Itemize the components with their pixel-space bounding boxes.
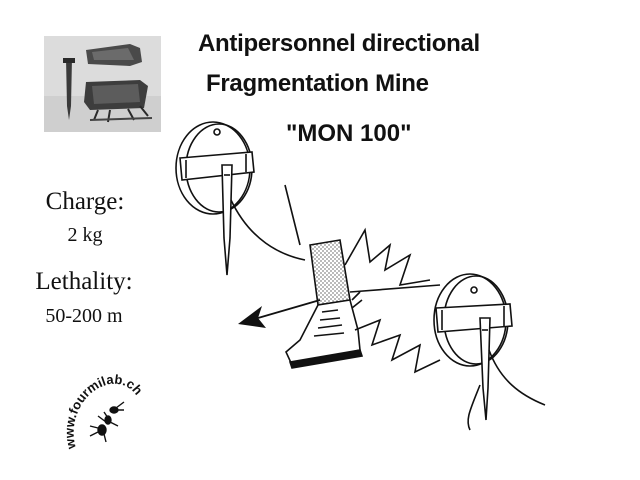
slide-title-model: "MON 100" xyxy=(286,120,412,147)
slide-title-line-2: Fragmentation Mine xyxy=(206,70,429,97)
lethality-value: 50-200 m xyxy=(45,305,123,327)
fourmilab-logo: www.fourmilab.ch xyxy=(62,372,146,451)
mine-right xyxy=(433,273,546,431)
watermark-text: www.fourmilab.ch xyxy=(62,372,146,451)
mine-photo xyxy=(44,36,161,132)
direction-arrow xyxy=(238,299,321,328)
mine-photo-image xyxy=(44,36,161,132)
blast-zigzag xyxy=(344,227,441,374)
charge-value: 2 kg xyxy=(67,224,103,246)
mine-left xyxy=(175,121,306,276)
slide-title-line-1: Antipersonnel directional xyxy=(198,30,480,57)
lethality-label: Lethality: xyxy=(35,268,133,295)
boot xyxy=(284,184,364,369)
charge-label: Charge: xyxy=(45,188,125,215)
ant-icon xyxy=(89,401,125,443)
